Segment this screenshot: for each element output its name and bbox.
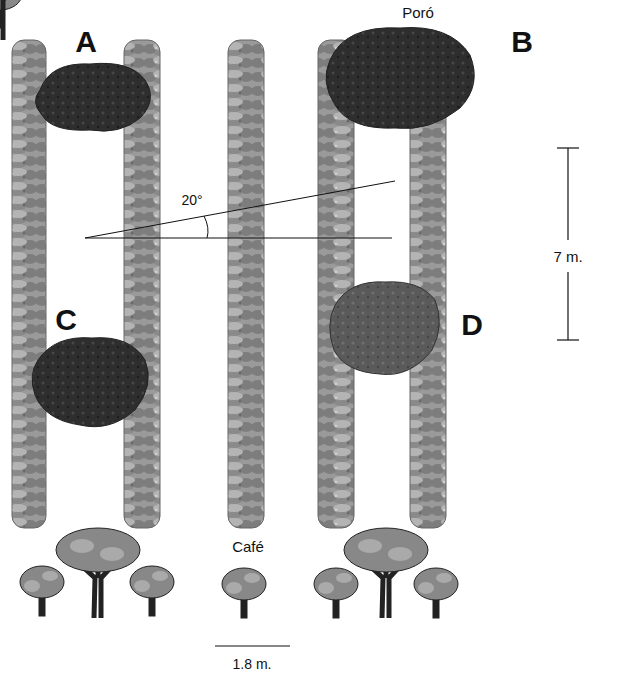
tree-letter: B [511,27,533,57]
angle-lines [85,181,395,238]
angle-label: 20° [179,192,204,208]
dimension-label: 1.8 m. [233,657,272,671]
species-label: Café [230,538,266,555]
species-label: Poró [402,5,434,20]
dimension-label: 7 m. [551,248,584,265]
tree-profiles [0,0,458,618]
tree-letter: C [55,305,77,335]
dimension-line [215,645,290,646]
dimension-bracket [557,148,579,340]
poro-canopies [32,28,474,427]
tree-letter: A [75,27,97,57]
tree-letter: D [461,310,483,340]
